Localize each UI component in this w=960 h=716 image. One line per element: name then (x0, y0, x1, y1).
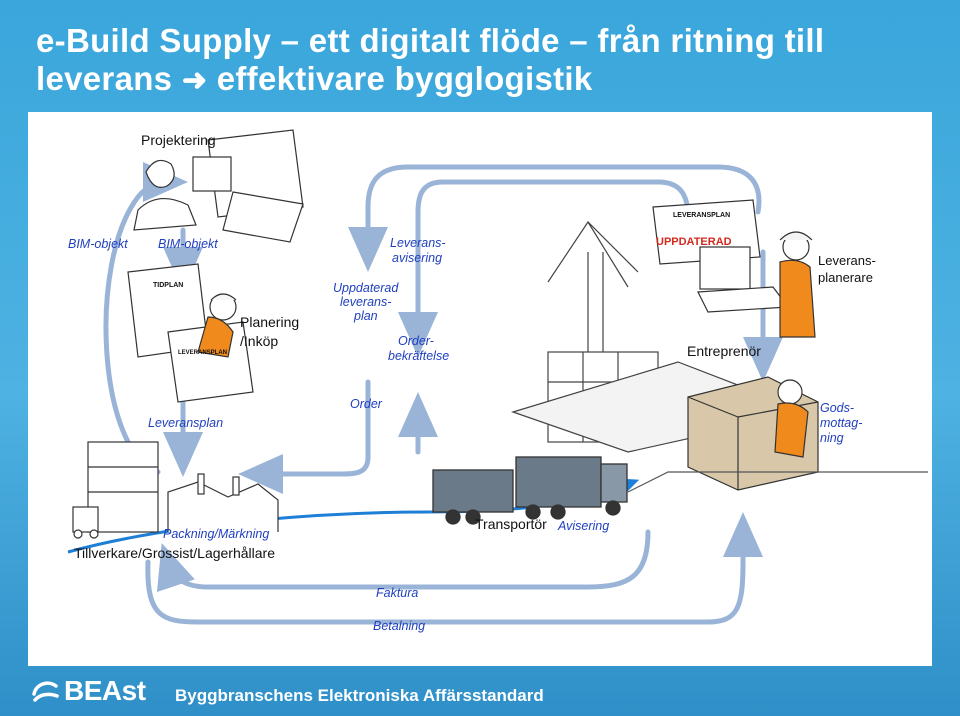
flow-arrow-leveransavisering (348, 164, 762, 272)
flow-label-bim-objekt-2: BIM-objekt (158, 237, 218, 251)
flow-arrow-inner (398, 179, 691, 357)
title-line-2-a: leverans (36, 60, 173, 97)
flow-label-uppdaterad-2: leverans- (340, 295, 391, 309)
diagram-panel: TIDPLAN LEVERANSPLAN LEVERANSPLAN UPPDAT… (28, 112, 932, 666)
designer-illustration (133, 129, 304, 243)
flow-label-faktura: Faktura (376, 586, 418, 600)
role-transportor: Transportör (475, 516, 547, 532)
flow-arrow-faktura (156, 529, 651, 593)
flow-label-avisering: Avisering (557, 519, 609, 533)
flow-label-uppdaterad-1: Uppdaterad (333, 281, 399, 295)
title-line-2-b: effektivare bygglogistik (216, 60, 593, 97)
flow-label-orderbekraftelse-2: bekräftelse (388, 349, 449, 363)
doc-leveransplan-2: LEVERANSPLAN (673, 212, 730, 219)
entreprenor-illustration (652, 199, 816, 338)
role-tillverkare: Tillverkare/Grossist/Lagerhållare (74, 545, 275, 561)
flow-label-packning: Packning/Märkning (163, 527, 269, 541)
flow-label-uppdaterad-3: plan (353, 309, 378, 323)
flow-label-leveransplan: Leveransplan (148, 416, 223, 430)
title-line-1: e-Build Supply – ett digitalt flöde – fr… (36, 22, 825, 59)
flow-label-order: Order (350, 397, 383, 411)
role-leveransplanerare-1: Leverans- (818, 253, 876, 268)
flow-label-godsmottagning-3: ning (820, 431, 844, 445)
role-entreprenor: Entreprenör (687, 343, 761, 359)
role-planering: Planering (240, 314, 299, 330)
role-inkop: /Inköp (240, 333, 278, 349)
footer-org-name: Byggbranschens Elektroniska Affärsstanda… (175, 686, 544, 705)
logo-text: BEAst (64, 675, 146, 706)
flow-arrow-order (238, 379, 371, 494)
role-leveransplanerare-2: planerare (818, 270, 873, 285)
crane-building-illustration (511, 221, 811, 453)
beast-swirl-icon (32, 681, 59, 702)
goods-reception-illustration (627, 376, 928, 493)
flow-diagram: TIDPLAN LEVERANSPLAN LEVERANSPLAN UPPDAT… (67, 129, 928, 633)
slide-title: e-Build Supply – ett digitalt flöde – fr… (36, 22, 936, 100)
title-line-2: leverans ➜ effektivare bygglogistik (36, 60, 936, 100)
stamp-uppdaterad: UPPDATERAD (656, 236, 732, 248)
doc-tidplan: TIDPLAN (153, 282, 183, 289)
flow-label-betalning: Betalning (373, 619, 425, 633)
flow-label-godsmottagning-2: mottag- (820, 416, 862, 430)
flow-label-orderbekraftelse-1: Order- (398, 334, 434, 348)
flow-label-godsmottagning-1: Gods- (820, 401, 854, 415)
right-arrow-icon: ➜ (181, 64, 208, 97)
planner-illustration (127, 263, 254, 403)
flow-arrow-betalning (145, 512, 763, 625)
flow-label-bim-objekt-1: BIM-objekt (68, 237, 128, 251)
flow-label-leveransavisering-1: Leverans- (390, 236, 446, 250)
factory-illustration (72, 441, 279, 539)
truck-illustration (432, 456, 628, 525)
flow-label-leveransavisering-2: avisering (392, 251, 442, 265)
doc-leveransplan: LEVERANSPLAN (178, 350, 227, 356)
beast-logo: BEAst (30, 672, 160, 710)
role-projektering: Projektering (141, 132, 216, 148)
